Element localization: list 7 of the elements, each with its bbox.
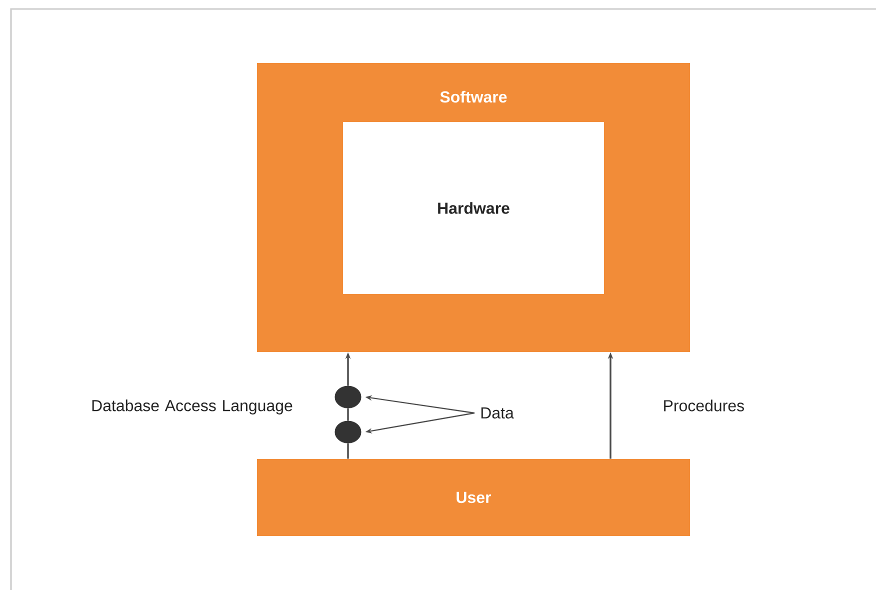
label-text: Database Access Language [92, 400, 292, 414]
connector-dot [334, 420, 362, 444]
process-box: User [257, 459, 690, 536]
connector-dot [334, 386, 362, 408]
edge-label: Procedures [661, 398, 746, 413]
inner-box: Hardware [343, 122, 604, 294]
data-text: Data [481, 407, 514, 419]
